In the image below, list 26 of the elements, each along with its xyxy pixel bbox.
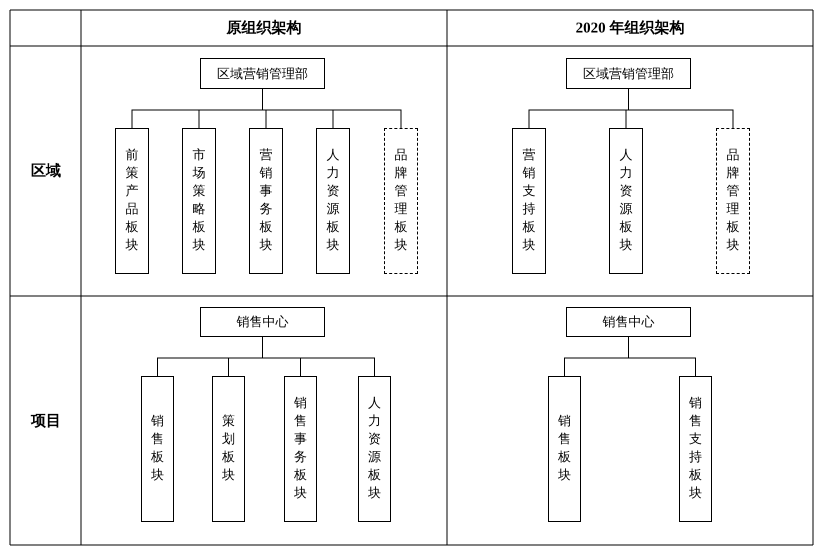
- row-header: 项目: [31, 412, 61, 430]
- management-box: 区域营销管理部: [200, 58, 325, 89]
- column-header: 2020 年组织架构: [576, 18, 684, 38]
- management-box: 区域营销管理部: [566, 58, 691, 89]
- department-box: 人力资源板块: [358, 376, 391, 522]
- column-header: 原组织架构: [226, 18, 302, 38]
- department-box: 销售板块: [548, 376, 581, 522]
- department-box: 营销支持板块: [512, 128, 546, 274]
- department-box: 策划板块: [212, 376, 245, 522]
- management-box: 销售中心: [200, 307, 325, 337]
- connector-line: [628, 336, 696, 376]
- department-box: 人力资源板块: [609, 128, 643, 274]
- department-box: 人力资源板块: [316, 128, 350, 274]
- connector-line: [262, 88, 402, 128]
- management-box: 销售中心: [566, 307, 691, 337]
- connector-line: [262, 336, 375, 376]
- department-box: 销售板块: [141, 376, 174, 522]
- department-box: 品牌管理板块: [384, 128, 418, 274]
- department-box: 市场策略板块: [182, 128, 216, 274]
- department-box: 营销事务板块: [249, 128, 283, 274]
- department-box: 销售事务板块: [284, 376, 317, 522]
- row-header: 区域: [31, 162, 61, 180]
- department-box: 销售支持板块: [679, 376, 712, 522]
- department-box: 品牌管理板块: [716, 128, 750, 274]
- department-box: 前策产品板块: [115, 128, 149, 274]
- connector-line: [628, 88, 734, 128]
